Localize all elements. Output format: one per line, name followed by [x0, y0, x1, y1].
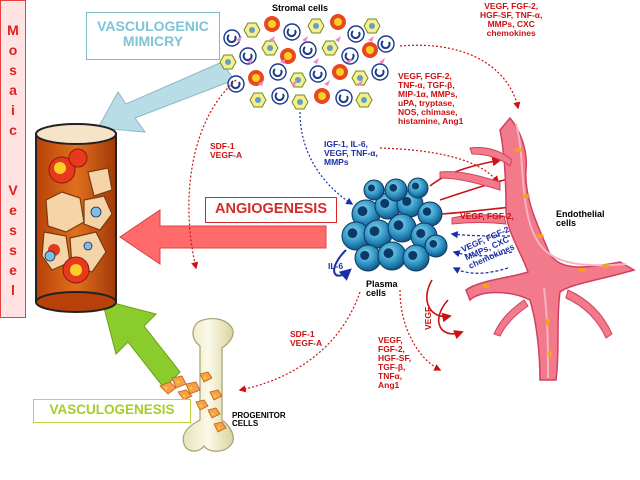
- angiogenesis-box: ANGIOGENESIS: [205, 197, 337, 223]
- progenitor-cells-label: PROGENITOR CELLS: [232, 411, 286, 429]
- factors-blue-upper: IGF-1, IL-6, VEGF, TNF-α, MMPs: [324, 139, 378, 167]
- angiogenesis-arrow: [119, 209, 327, 265]
- stromal-cells-label: Stromal cells: [272, 3, 329, 13]
- mosaic-vessel-title: M o s a i c V e s s e l: [0, 0, 26, 318]
- factors-bottom-list: VEGF, FGF-2, HGF-SF, TGF-β, TNFα, Ang1: [378, 335, 412, 390]
- factors-middle-list: VEGF, FGF-2, TNF-α, TGF-β, MIP-1α, MMPs,…: [398, 71, 464, 126]
- factors-sdf-bottom: SDF-1 VEGF-A: [290, 329, 323, 348]
- factors-sdf-top: SDF-1 VEGF-A: [210, 141, 243, 160]
- bone: [159, 318, 234, 452]
- endothelial-vessel: [439, 116, 636, 381]
- mosaic-letter: l: [11, 282, 15, 298]
- mosaic-letter: s: [9, 242, 17, 258]
- plasma-cells-label: Plasma cells: [366, 279, 398, 299]
- factors-top-right: VEGF, FGF-2, HGF-SF, TNF-α, MMPs, CXC ch…: [480, 1, 543, 38]
- mosaic-letter: M: [7, 22, 19, 38]
- vasculogenesis-box: VASCULOGENESIS: [33, 399, 191, 423]
- mosaic-letter: s: [9, 222, 17, 238]
- plasma-cells-cluster: [341, 177, 448, 272]
- mosaic-letter: s: [9, 62, 17, 78]
- factors-vegf-fgf: VEGF, FGF-2,: [460, 211, 514, 221]
- il6-label: IL-6: [328, 261, 344, 271]
- mosaic-letter: e: [9, 262, 17, 278]
- mosaic-letter: c: [9, 122, 17, 138]
- factors-vegf-vertical: VEGF: [423, 306, 433, 330]
- mosaic-letter: a: [9, 82, 17, 98]
- mosaic-letter: o: [8, 42, 18, 58]
- vasculogenic-mimicry-box: VASCULOGENIC MIMICRY: [86, 12, 220, 60]
- mosaic-vessel: [35, 123, 117, 313]
- mosaic-letter: e: [9, 202, 17, 218]
- mosaic-letter: i: [11, 102, 15, 118]
- mosaic-letter: V: [8, 182, 18, 198]
- endothelial-cells-label: Endothelial cells: [556, 209, 605, 229]
- vasculogenesis-arrow: [101, 299, 181, 389]
- stromal-cells-cluster: [219, 14, 395, 110]
- vasculogenic-mimicry-arrow: [97, 61, 235, 133]
